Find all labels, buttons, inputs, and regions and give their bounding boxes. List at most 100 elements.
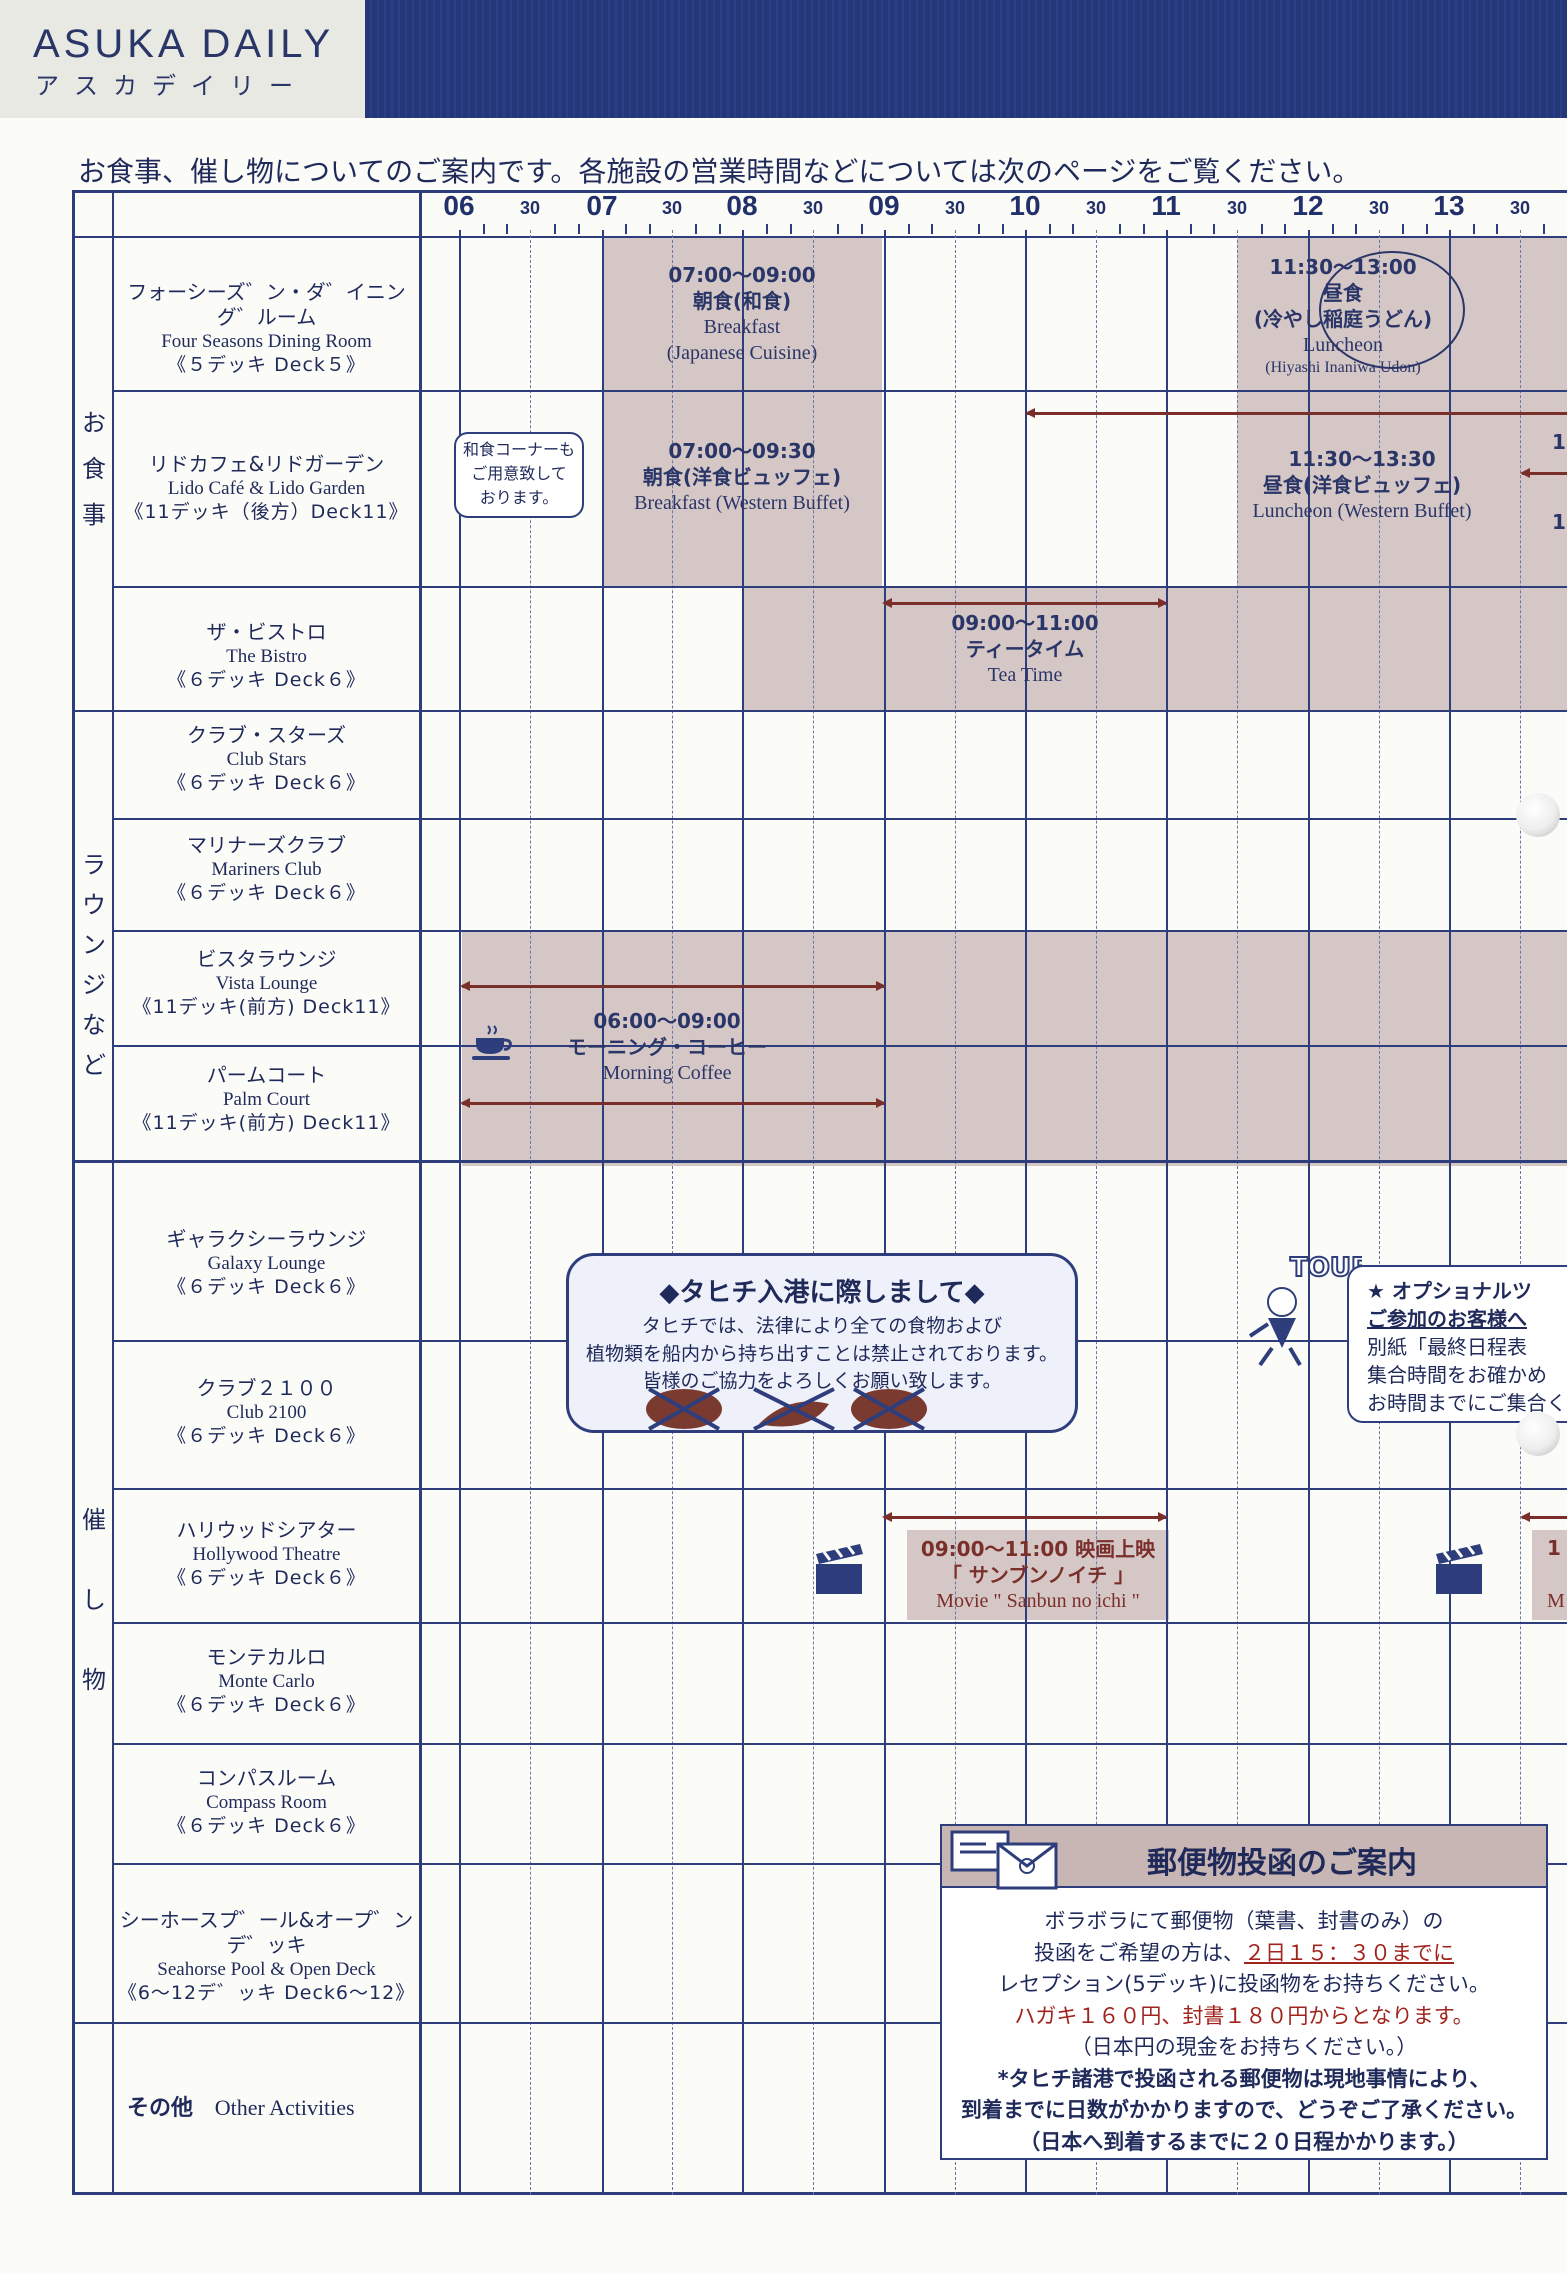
tick (1332, 224, 1334, 234)
venue-deck: 《６デッキ Deck６》 (167, 1693, 366, 1716)
circle-mark-icon (1319, 251, 1465, 369)
mail-line-part: 投函をご希望の方は、 (1034, 1940, 1244, 1965)
event-jp: 「 サンブンノイチ 」 (941, 1563, 1135, 1587)
line-11 (1166, 230, 1168, 2195)
intro-text: お食事、催し物についてのご案内です。各施設の営業時間などについては次のページをご… (78, 155, 1361, 188)
row-line-7 (72, 1160, 1567, 1163)
clapperboard-icon (1436, 1544, 1483, 1594)
line-0630 (530, 230, 531, 2195)
venue-deck: 《６デッキ Deck６》 (167, 1814, 366, 1837)
event-en: Breakfast (Western Buffet) (634, 492, 850, 514)
mail-price: ハガキ１６０円、封書１８０円からとなります。 (1014, 2003, 1474, 2028)
venue-deck: 《6～12デ゛ッキ Deck6～12》 (117, 1981, 416, 2004)
venue-deck: 《11デッキ(前方) Deck11》 (132, 995, 401, 1018)
venue-en: Lido Café & Lido Garden (167, 478, 366, 499)
line-0930 (955, 230, 956, 2195)
lido-cut-text-2: 1 (1552, 510, 1566, 534)
category-char: ン (82, 931, 106, 959)
line-10 (1025, 230, 1027, 2195)
mail-line: （日本円の現金をお持ちください。） (1070, 2035, 1418, 2059)
event-jp: 朝食(洋食ビュッフェ) (642, 465, 842, 489)
event-en: Morning Coffee (602, 1062, 732, 1084)
event-jp: 昼食(洋食ビュッフェ) (1262, 473, 1462, 497)
event-morning-coffee: 06:00～09:00 モーニング・コーヒー Morning Coffee (532, 1008, 802, 1086)
tahiti-body: タヒチでは、法律により全ての食物および 植物類を船内から持ち出すことは禁止されて… (569, 1313, 1075, 1396)
half-0630: 30 (519, 198, 541, 218)
event-lido-breakfast: 07:00～09:30 朝食(洋食ビュッフェ) Breakfast (Weste… (604, 438, 880, 516)
tick (1049, 224, 1051, 234)
line-13 (1449, 230, 1451, 2195)
event-jp: ティータイム (965, 637, 1085, 661)
event-time: 06:00～09:00 (593, 1009, 741, 1033)
tick (1543, 224, 1545, 234)
movie-next-arrow (1520, 1512, 1567, 1522)
tour-line: 別紙「最終日程表 (1367, 1335, 1527, 1359)
venue-en: Seahorse Pool & Open Deck (157, 1959, 376, 1980)
tick (908, 224, 910, 234)
hour-10: 10 (1009, 190, 1041, 221)
tour-line: お時間までにご集合く (1367, 1391, 1567, 1415)
shade-movie-2 (1532, 1530, 1567, 1620)
lido-next-arrow (1520, 468, 1567, 478)
hour-13: 13 (1433, 190, 1465, 221)
tick (1496, 224, 1498, 234)
tick (1213, 224, 1215, 234)
category-char: お (82, 409, 106, 437)
venue-jp: ギャラクシーラウンジ (166, 1227, 367, 1251)
header-band (365, 0, 1567, 118)
other-en: Other Activities (214, 2095, 355, 2120)
tick (483, 224, 485, 234)
event-bistro-tea: 09:00～11:00 ティータイム Tea Time (884, 610, 1166, 688)
row-line-9 (112, 1488, 1567, 1490)
venue-deck: 《６デッキ Deck６》 (167, 771, 366, 794)
venue-vista: ビスタラウンジ Vista Lounge 《11デッキ(前方) Deck11》 (114, 947, 419, 1020)
venue-jp: シーホースプ゛ール&オープ゛ンデ゛ッキ (119, 1908, 414, 1957)
event-en: (Hiyashi Inaniwa Udon) (1265, 359, 1421, 376)
shade-movie (907, 1530, 1169, 1620)
schedule-grid: 06 30 07 30 08 30 09 30 10 30 11 30 12 3… (72, 190, 1567, 2195)
mail-line: ボラボラにて郵便物（葉書、封書のみ）の (1044, 1909, 1444, 1933)
tick (1072, 224, 1074, 234)
category-char: ラ (82, 851, 106, 879)
tick (861, 224, 863, 234)
tick (625, 224, 627, 234)
hour-08: 08 (726, 190, 758, 221)
hour-12: 12 (1292, 190, 1324, 221)
venue-deck: 《６デッキ Deck６》 (167, 1424, 366, 1447)
header-row-line (72, 236, 1567, 238)
venue-club2100: クラブ２１００ Club 2100 《６デッキ Deck６》 (114, 1376, 419, 1449)
clapperboard-icon (816, 1544, 863, 1594)
category-char: な (82, 1011, 106, 1039)
logo-title: ASUKA DAILY (33, 22, 335, 66)
venue-palm-court: パームコート Palm Court 《11デッキ(前方) Deck11》 (114, 1063, 419, 1136)
venue-en: Vista Lounge (215, 973, 318, 994)
category-events: 催 し 物 (78, 1480, 110, 1720)
logo-subtitle: アスカデイリー (35, 72, 308, 100)
tick (1190, 224, 1192, 234)
event-time: 09:00～11:00 (951, 611, 1099, 635)
venue-en: Four Seasons Dining Room (161, 331, 372, 352)
tahiti-title: ◆タヒチ入港に際しまして◆ (659, 1278, 985, 1308)
mail-notice: 郵便物投函のご案内 ボラボラにて郵便物（葉書、封書のみ）の 投函をご希望の方は、… (940, 1824, 1548, 2160)
tick (1402, 224, 1404, 234)
venue-jp: ビスタラウンジ (196, 947, 337, 971)
tour-guide-icon: TOUR (1248, 1252, 1362, 1367)
venue-en: Hollywood Theatre (192, 1544, 341, 1565)
half-1330: 30 (1509, 198, 1531, 218)
event-fs-breakfast: 07:00～09:00 朝食(和食) Breakfast (Japanese C… (604, 262, 880, 366)
tick (554, 224, 556, 234)
other-jp: その他 (127, 2096, 194, 2121)
category-char: ど (82, 1051, 106, 1079)
row-line-6 (112, 1045, 1567, 1047)
venue-en: Mariners Club (211, 859, 322, 880)
binder-hole (1516, 1412, 1560, 1456)
half-1130: 30 (1226, 198, 1248, 218)
venue-jp: パームコート (206, 1063, 327, 1087)
tahiti-notice: ◆タヒチ入港に際しまして◆ タヒチでは、法律により全ての食物および 植物類を船内… (566, 1253, 1078, 1433)
venue-jp: モンテカルロ (206, 1645, 327, 1669)
mail-line: （日本へ到着するまでに２０日程かかります。） (1019, 2129, 1469, 2154)
venue-jp: リドカフェ&リドガーデン (148, 452, 385, 476)
tour-badge: TOUR (1290, 1253, 1362, 1283)
venue-jp: ザ・ビストロ (206, 620, 327, 644)
mail-line: レセプション(5デッキ)に投函物をお持ちください。 (998, 1972, 1490, 1996)
